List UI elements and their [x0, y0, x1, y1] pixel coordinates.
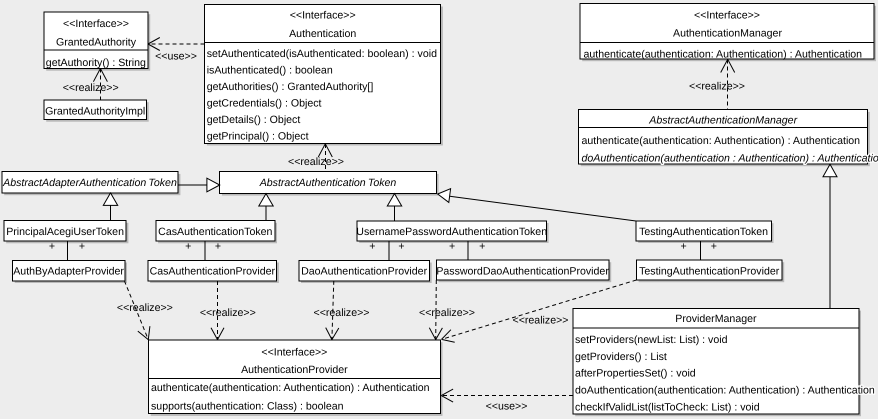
- svg-text:PrincipalAcegiUserToken: PrincipalAcegiUserToken: [6, 226, 124, 238]
- svg-text:authenticate(authentication: A: authenticate(authentication: Authenticat…: [584, 48, 863, 60]
- svg-text:authenticate(authentication: A: authenticate(authentication: Authenticat…: [151, 382, 430, 394]
- svg-text:checkIfValidList(listToCheck:: checkIfValidList(listToCheck: List) : vo…: [575, 401, 760, 413]
- svg-text:isAuthenticated() : boolean: isAuthenticated() : boolean: [207, 65, 333, 77]
- svg-text:<<Interface>>: <<Interface>>: [290, 10, 356, 22]
- svg-text:setAuthenticated(isAuthenticat: setAuthenticated(isAuthenticated: boolea…: [207, 48, 437, 60]
- svg-text:+: +: [711, 240, 717, 252]
- svg-text:getDetails() : Object: getDetails() : Object: [207, 114, 301, 126]
- svg-text:<<use>>: <<use>>: [486, 401, 528, 413]
- svg-text:AbstractAuthentication Token: AbstractAuthentication Token: [259, 177, 397, 189]
- svg-text:<<Interface>>: <<Interface>>: [261, 346, 327, 358]
- svg-text:<<realize>>: <<realize>>: [63, 82, 119, 94]
- svg-text:Authentication: Authentication: [289, 28, 356, 40]
- svg-text:PasswordDaoAuthenticationProvi: PasswordDaoAuthenticationProvider: [436, 265, 609, 277]
- svg-text:AuthenticationManager: AuthenticationManager: [673, 28, 782, 40]
- svg-text:getAuthority() : String: getAuthority() : String: [46, 57, 146, 69]
- svg-text:+: +: [215, 240, 221, 252]
- svg-text:afterPropertiesSet() : void: afterPropertiesSet() : void: [575, 368, 696, 380]
- svg-text:authenticate(authentication: A: authenticate(authentication: Authenticat…: [582, 135, 861, 147]
- svg-text:getPrincipal() : Object: getPrincipal() : Object: [207, 131, 309, 143]
- svg-text:TestingAuthenticationToken: TestingAuthenticationToken: [639, 226, 768, 238]
- svg-text:AuthByAdapterProvider: AuthByAdapterProvider: [13, 266, 124, 278]
- svg-text:<<realize>>: <<realize>>: [689, 81, 745, 93]
- svg-text:+: +: [398, 240, 404, 252]
- svg-text:<<Interface>>: <<Interface>>: [63, 18, 129, 30]
- svg-text:ProviderManager: ProviderManager: [675, 313, 757, 325]
- svg-text:doAuthentication(authenticatio: doAuthentication(authentication : Authen…: [582, 153, 878, 165]
- svg-text:GrantedAuthority: GrantedAuthority: [56, 36, 137, 48]
- svg-text:<<use>>: <<use>>: [155, 51, 197, 63]
- svg-text:<<realize>>: <<realize>>: [419, 307, 475, 319]
- svg-text:DaoAuthenticationProvider: DaoAuthenticationProvider: [301, 266, 427, 278]
- svg-text:TestingAuthenticationProvider: TestingAuthenticationProvider: [639, 265, 780, 277]
- svg-text:AbstractAuthenticationManager: AbstractAuthenticationManager: [648, 114, 797, 126]
- svg-text:getAuthorities() : GrantedAuth: getAuthorities() : GrantedAuthority[]: [207, 81, 374, 93]
- svg-text:<<realize>>: <<realize>>: [288, 156, 344, 168]
- svg-text:AbstractAdapterAuthentication: AbstractAdapterAuthentication Token: [2, 177, 177, 189]
- svg-text:+: +: [369, 240, 375, 252]
- svg-text:supports(authentication: Class: supports(authentication: Class) : boolea…: [151, 400, 344, 412]
- svg-text:AuthenticationProvider: AuthenticationProvider: [241, 364, 348, 376]
- svg-text:doAuthentication(authenticatio: doAuthentication(authentication: Authent…: [575, 384, 875, 396]
- svg-text:+: +: [681, 240, 687, 252]
- svg-text:<<realize>>: <<realize>>: [200, 307, 256, 319]
- svg-text:+: +: [185, 240, 191, 252]
- svg-text:+: +: [479, 240, 485, 252]
- svg-text:getProviders() : List: getProviders() : List: [575, 351, 667, 363]
- svg-text:<<realize>>: <<realize>>: [314, 307, 370, 319]
- svg-text:CasAuthenticationProvider: CasAuthenticationProvider: [150, 266, 276, 278]
- svg-text:getCredentials() : Object: getCredentials() : Object: [207, 98, 322, 110]
- svg-text:<<realize>>: <<realize>>: [513, 315, 569, 327]
- svg-text:+: +: [49, 240, 55, 252]
- svg-text:UsernamePasswordAuthentication: UsernamePasswordAuthenticationToken: [356, 226, 547, 238]
- svg-text:+: +: [79, 240, 85, 252]
- svg-text:CasAuthenticationToken: CasAuthenticationToken: [158, 226, 272, 238]
- svg-text:<<realize>>: <<realize>>: [117, 302, 173, 314]
- svg-text:setProviders(newList: List) :: setProviders(newList: List) : void: [575, 334, 728, 346]
- svg-text:+: +: [449, 240, 455, 252]
- svg-text:<<Interface>>: <<Interface>>: [694, 10, 760, 22]
- svg-text:GrantedAuthorityImpl: GrantedAuthorityImpl: [45, 106, 145, 118]
